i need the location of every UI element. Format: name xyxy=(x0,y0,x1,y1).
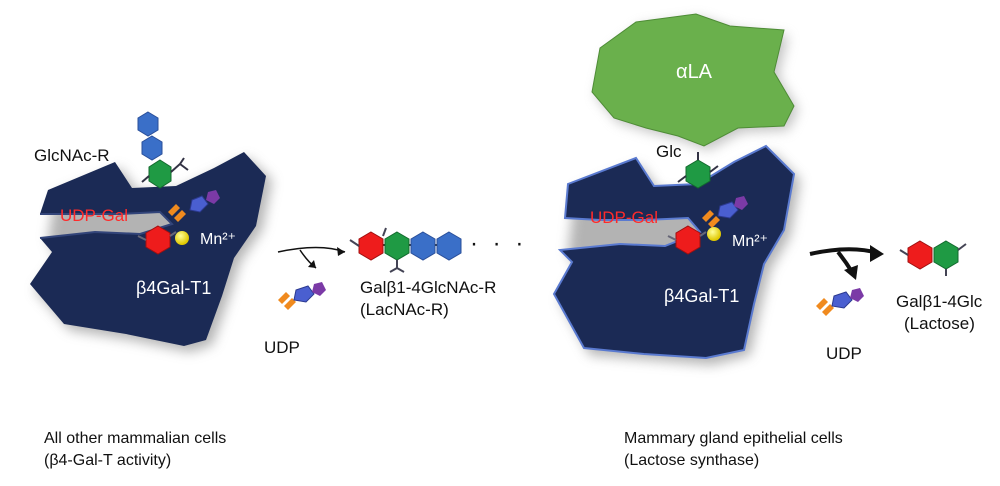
left-caption-line2: (β4-Gal-T activity) xyxy=(44,452,172,469)
left-udp-released xyxy=(278,282,326,310)
left-udp-gal xyxy=(137,190,220,255)
left-substrate-label: GlcNAc-R xyxy=(34,146,110,165)
left-udp-uridine xyxy=(293,285,315,303)
left-glcnac-substituent xyxy=(141,175,150,183)
alpha-lactalbumin-label: αLA xyxy=(676,61,713,83)
right-product-lactose xyxy=(899,240,967,276)
right-substrate-label: Glc xyxy=(656,142,682,161)
left-byproduct-label: UDP xyxy=(264,338,300,357)
right-caption-line1: Mammary gland epithelial cells xyxy=(624,430,843,447)
left-donor-label: UDP-Gal xyxy=(60,206,129,225)
left-manganese-ion xyxy=(175,231,189,245)
left-reaction-arrow xyxy=(277,246,346,269)
right-caption-line2: (Lactose synthase) xyxy=(624,452,760,469)
left-metal-label: Mn²⁺ xyxy=(200,231,236,248)
left-phosphate-1 xyxy=(168,204,180,216)
left-phosphate-2 xyxy=(174,210,186,222)
right-udp-gal xyxy=(667,196,748,255)
product-chain-hexagon xyxy=(410,231,436,261)
left-galactose-substituent xyxy=(137,231,177,241)
left-glcnac-hexagon xyxy=(148,159,172,189)
product-chain-ellipsis: · · · xyxy=(470,230,528,257)
right-reaction-arrow xyxy=(809,245,884,280)
product-glcnac-hexagon xyxy=(384,231,410,261)
right-enzyme-body xyxy=(552,144,796,360)
right-manganese-ion xyxy=(707,227,721,241)
left-product-label: Galβ1-4GlcNAc-R xyxy=(360,278,497,297)
left-chain-hexagon xyxy=(137,111,159,137)
left-glcnac-r xyxy=(137,111,189,189)
right-galactose-hexagon xyxy=(675,225,701,255)
left-caption-line1: All other mammalian cells xyxy=(44,430,227,447)
alpha-lactalbumin-body xyxy=(591,13,795,147)
right-panel xyxy=(552,13,967,365)
left-uridine xyxy=(189,195,209,213)
product-chain-hexagon xyxy=(436,231,462,261)
left-product-chain xyxy=(349,227,462,273)
right-metal-label: Mn²⁺ xyxy=(732,233,768,250)
lactose-glucose-hexagon xyxy=(933,240,959,270)
left-product-label-alt: (LacNAc-R) xyxy=(360,300,449,319)
right-byproduct-label: UDP xyxy=(826,344,862,363)
right-uridine xyxy=(717,201,739,219)
right-donor-label: UDP-Gal xyxy=(590,208,659,227)
product-galactose-hexagon xyxy=(358,231,384,261)
right-ribose xyxy=(734,196,748,210)
right-product-label-alt: (Lactose) xyxy=(904,314,975,333)
left-galactose-hexagon xyxy=(145,225,171,255)
right-udp-ribose xyxy=(850,288,864,302)
right-udp-uridine xyxy=(831,291,853,309)
left-chain-hexagon xyxy=(141,135,163,161)
right-enzyme-label: β4Gal-T1 xyxy=(664,286,740,306)
left-ribose xyxy=(206,190,220,204)
left-panel xyxy=(30,111,462,352)
right-glucose-hexagon xyxy=(685,159,711,189)
left-enzyme-label: β4Gal-T1 xyxy=(136,278,212,298)
right-glucose xyxy=(677,152,719,189)
left-udp-ribose xyxy=(312,282,326,296)
left-glcnac-substituent xyxy=(170,157,189,173)
left-cleft xyxy=(39,210,174,239)
right-udp-released xyxy=(816,288,864,316)
right-product-label: Galβ1-4Glc xyxy=(896,292,983,311)
lactose-galactose-hexagon xyxy=(907,240,933,270)
